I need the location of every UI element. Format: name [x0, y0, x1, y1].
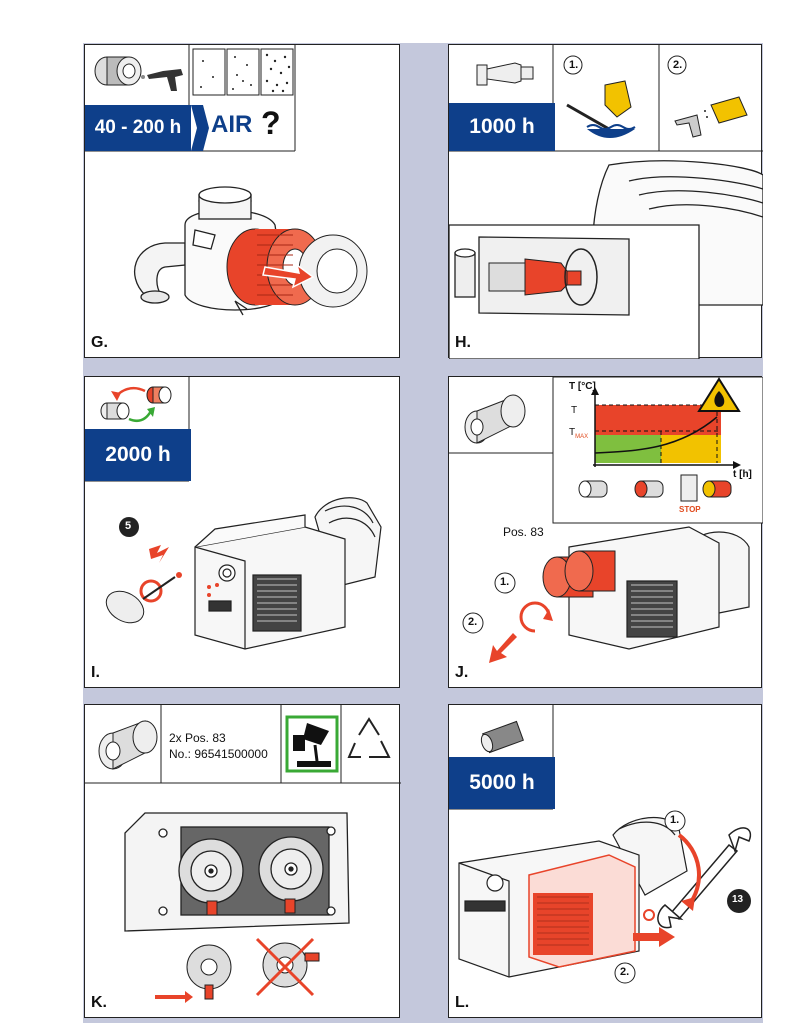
- vane-housing: [124, 812, 350, 932]
- vacuum-pump: [194, 497, 382, 650]
- step-2-circle: [614, 962, 636, 984]
- step-1-label: 1.: [500, 576, 510, 588]
- panel-i: 2000 h 5 I.: [84, 376, 400, 688]
- rotate-arrow: [519, 601, 551, 633]
- panel-j: T [°C] t [h] T TMAX STOP Pos. 83 1. 2. J…: [448, 376, 763, 688]
- position-label: Pos. 83: [503, 525, 544, 539]
- pull-arrow: [633, 927, 675, 947]
- filter-housing-red: [528, 854, 636, 968]
- panel-g-art: [85, 45, 368, 316]
- step-1-circle: [664, 810, 686, 832]
- vane-state-icons: [578, 474, 732, 502]
- filter-cover: [298, 234, 368, 308]
- step-2-label: 2.: [673, 59, 683, 71]
- panel-j-art: [449, 377, 763, 663]
- graph-y-axis-label: T [°C]: [569, 381, 596, 392]
- graph-t-max-label: TMAX: [569, 427, 589, 440]
- step-2-circle: [462, 612, 484, 634]
- graph-t-fire-label: T: [571, 405, 578, 416]
- part-number-label: No.: 96541500000: [169, 747, 268, 761]
- step-2-label: 2.: [620, 966, 630, 978]
- filter-cartridge-icon: [480, 720, 524, 754]
- filter-swap-icon: [100, 386, 172, 422]
- step-1-circle: [494, 572, 516, 594]
- air-arrow: [191, 105, 209, 151]
- fire-warning-icon: [697, 377, 741, 412]
- panel-letter: H.: [455, 334, 471, 351]
- callout-5-icon: [119, 517, 139, 537]
- rotate-arrow: [677, 833, 701, 907]
- graph-x-axis-label: t [h]: [733, 469, 752, 480]
- interval-badge: 2000 h: [85, 429, 191, 481]
- wrench-size-label: 13: [732, 894, 744, 905]
- panel-letter: J.: [455, 664, 469, 681]
- step-2-label: 2.: [468, 616, 478, 628]
- panel-h: 1000 h 1. 2. H.: [448, 44, 763, 359]
- panel-h-art: [449, 45, 763, 359]
- panel-letter: I.: [91, 664, 100, 681]
- panel-k: 2x Pos. 83 No.: 96541500000 K.: [84, 704, 401, 1018]
- correct-orientation: [155, 944, 232, 1003]
- panel-k-art: [85, 705, 401, 1003]
- panel-letter: L.: [455, 994, 470, 1011]
- step-1-label: 1.: [569, 59, 579, 71]
- panel-letter: G.: [91, 334, 108, 351]
- wrong-orientation: [255, 937, 320, 997]
- interval-badge: 5000 h: [449, 757, 555, 809]
- panel-g: 40 - 200 h AIR ? G.: [84, 44, 400, 358]
- carbon-vane-icon: [98, 720, 158, 770]
- panel-l-art: [449, 705, 752, 984]
- carbon-vane-icon: [464, 394, 526, 444]
- panel-letter: K.: [91, 994, 107, 1011]
- brush-clean-icon: [563, 55, 636, 138]
- quantity-label: 2x Pos. 83: [169, 731, 226, 745]
- air-gun-icon: [141, 69, 183, 91]
- air-question-mark: ?: [261, 105, 281, 141]
- disposal-icon: [285, 715, 339, 773]
- panel-i-art: [85, 377, 382, 650]
- interval-badge: 40 - 200 h: [85, 105, 191, 151]
- temperature-graph: [591, 387, 741, 469]
- air-label: AIR: [211, 111, 253, 138]
- step-1-label: 1.: [670, 814, 680, 826]
- interval-badge: 1000 h: [449, 103, 555, 151]
- dust-level-icon: [192, 48, 294, 96]
- panel-l: 5000 h 1. 2. 13 L.: [448, 704, 762, 1018]
- insert-arrow: [149, 545, 169, 563]
- valve-icon: [476, 62, 534, 86]
- air-blow-icon: [667, 55, 748, 138]
- valve-element-red: [488, 248, 598, 306]
- filter-cartridge-icon: [94, 56, 142, 86]
- recycle-icon: [347, 717, 391, 758]
- stop-label: STOP: [679, 505, 701, 514]
- remove-arrow: [262, 263, 315, 289]
- cover-plate: [105, 572, 182, 624]
- pull-arrow: [489, 633, 517, 663]
- carbon-vanes-red: [542, 550, 616, 598]
- pump-body: [449, 160, 763, 359]
- callout-5-label: 5: [125, 520, 132, 532]
